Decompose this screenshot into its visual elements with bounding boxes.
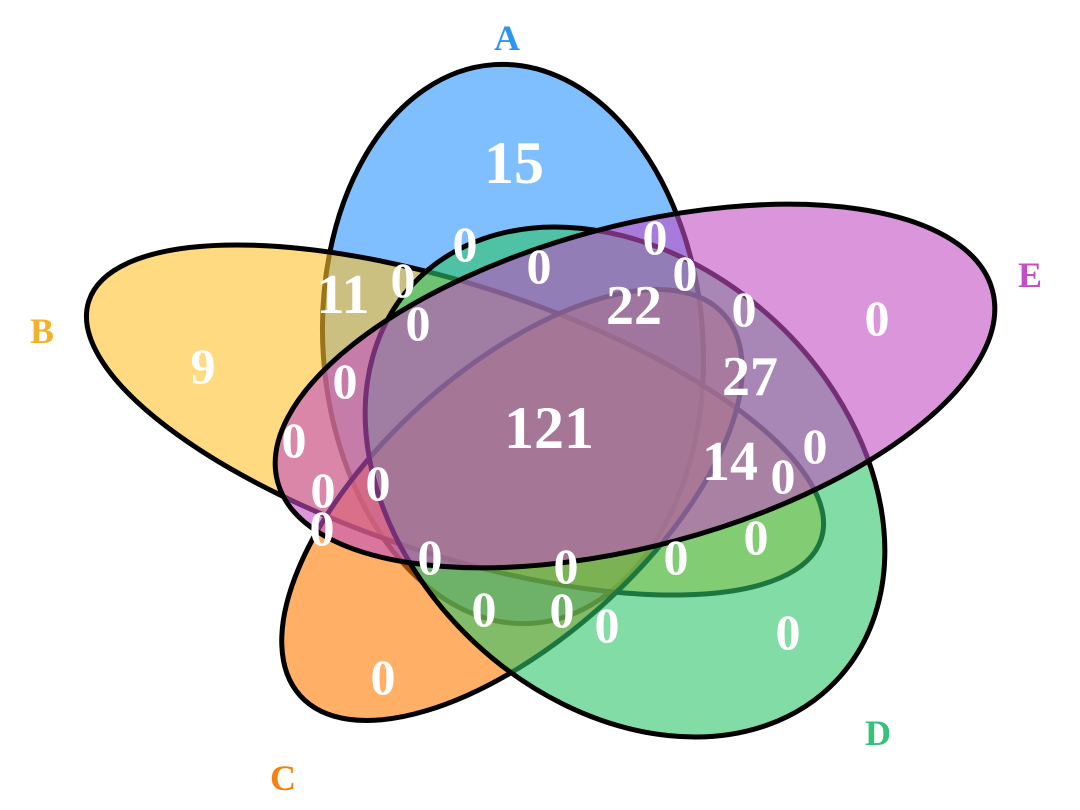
region-count: 0 — [311, 462, 336, 518]
set-b-label: B — [30, 311, 54, 351]
region-count: 0 — [803, 418, 828, 474]
region-count: 0 — [595, 597, 620, 653]
set-e-ellipse — [272, 201, 998, 571]
set-d-label: D — [865, 713, 891, 753]
region-count: 0 — [664, 529, 689, 585]
region-count: 0 — [550, 582, 575, 638]
region-abcde-count: 121 — [504, 395, 594, 461]
set-c-label: C — [270, 758, 296, 798]
region-ade-count: 27 — [722, 346, 778, 408]
region-count: 0 — [453, 216, 478, 272]
region-count: 0 — [333, 353, 358, 409]
region-count: 0 — [771, 448, 796, 504]
region-count: 0 — [418, 529, 443, 585]
region-count: 0 — [643, 209, 668, 265]
region-ae-count: 22 — [606, 275, 662, 337]
set-a-label: A — [494, 18, 520, 58]
region-count: 0 — [366, 455, 391, 511]
region-c-only-count: 0 — [371, 649, 396, 705]
region-count: 0 — [391, 252, 416, 308]
region-b-only-count: 9 — [191, 338, 216, 394]
region-ab-count: 11 — [317, 264, 370, 326]
set-e-label: E — [1018, 255, 1042, 295]
region-count: 0 — [406, 295, 431, 351]
region-d-only-count: 0 — [776, 604, 801, 660]
region-count: 0 — [673, 245, 698, 301]
region-count: 0 — [310, 500, 335, 556]
region-count: 0 — [732, 281, 757, 337]
region-e-only-count: 0 — [865, 290, 890, 346]
region-count: 0 — [527, 238, 552, 294]
region-count: 0 — [282, 412, 307, 468]
region-count: 0 — [744, 509, 769, 565]
region-a-only-count: 15 — [484, 130, 544, 196]
region-count: 0 — [472, 581, 497, 637]
region-abde-count: 14 — [702, 431, 758, 493]
region-count: 0 — [554, 538, 579, 594]
